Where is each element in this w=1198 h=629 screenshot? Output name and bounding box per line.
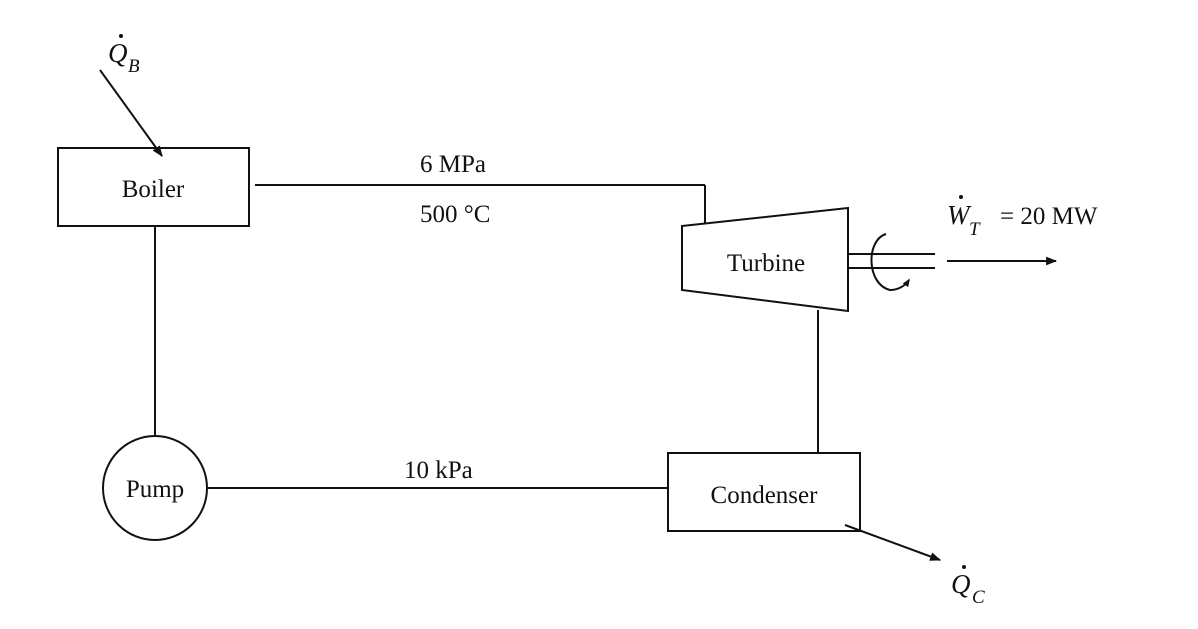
condenser-pressure-label: 10 kPa <box>404 457 473 484</box>
turbine-shape <box>681 206 849 313</box>
heat-out-subscript: C <box>972 587 985 608</box>
work-out-symbol: W T = 20 MW <box>947 195 1098 240</box>
boiler-box <box>57 147 250 227</box>
condenser-label: Condenser <box>711 482 819 509</box>
heat-in-letter: Q <box>108 38 128 68</box>
heat-rejection-arrow <box>844 524 942 561</box>
pump-circle <box>102 435 208 541</box>
work-out-value: = 20 MW <box>1000 203 1098 230</box>
boiler-exit-temperature-label: 500 °C <box>420 201 490 228</box>
turbine-label: Turbine <box>727 250 805 277</box>
boiler-label: Boiler <box>122 176 185 203</box>
heat-out-letter: Q <box>951 569 971 599</box>
shaft-rotation-icon <box>870 233 910 292</box>
heat-in-rate-dot <box>119 34 123 38</box>
heat-in-symbol: Q B <box>108 34 140 77</box>
condenser-box <box>667 452 861 532</box>
heat-input-arrow <box>99 69 163 157</box>
work-out-subscript: T <box>969 219 981 240</box>
work-out-letter: W <box>947 200 972 230</box>
boiler-exit-pressure-label: 6 MPa <box>420 151 486 178</box>
pump-label: Pump <box>126 476 184 503</box>
heat-out-symbol: Q C <box>951 565 985 608</box>
heat-out-rate-dot <box>962 565 966 569</box>
work-out-rate-dot <box>959 195 963 199</box>
heat-in-subscript: B <box>128 56 140 77</box>
